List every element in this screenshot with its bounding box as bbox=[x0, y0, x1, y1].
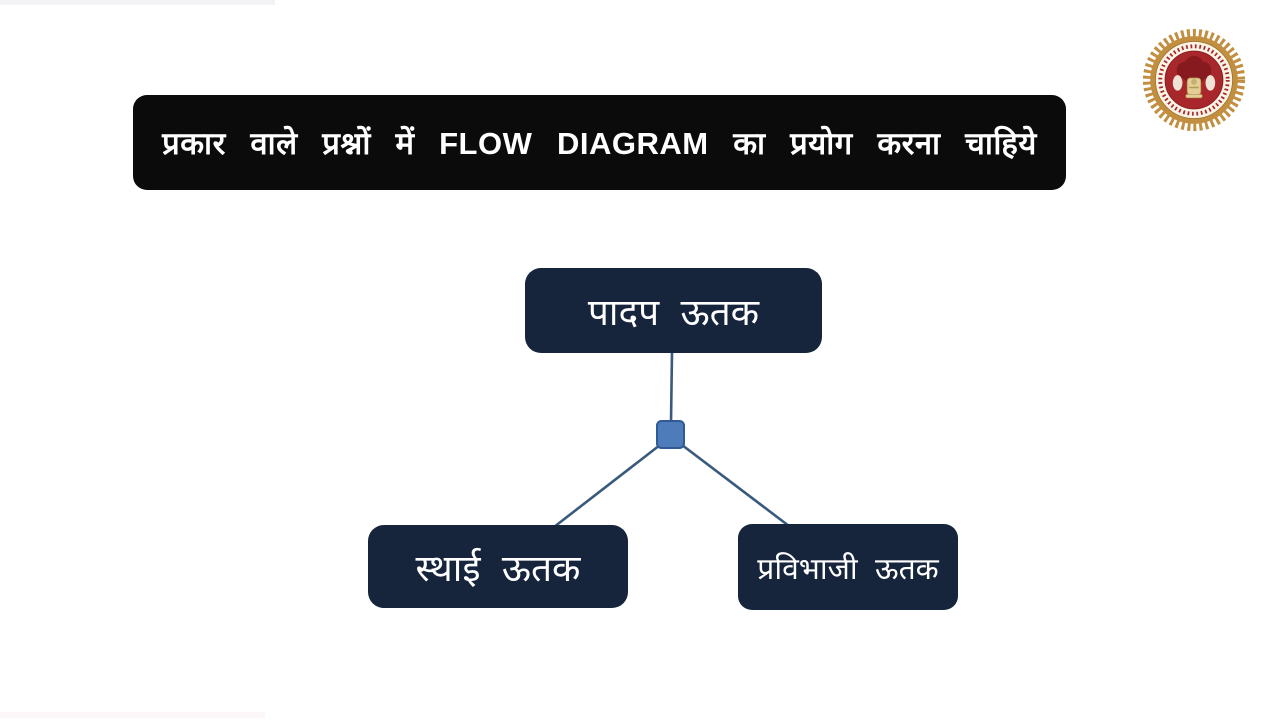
banyan-tree-icon bbox=[1172, 55, 1216, 91]
flow-node-root-label: पादप ऊतक bbox=[587, 292, 760, 333]
flow-node-child-left: स्थाई ऊतक bbox=[368, 525, 628, 608]
connector-line-right bbox=[681, 443, 790, 528]
connector-line-left bbox=[553, 443, 661, 529]
edge-artifact-bottom bbox=[0, 712, 265, 718]
flow-node-right-label: प्रविभाजी ऊतक bbox=[757, 552, 939, 586]
junction-square bbox=[656, 420, 685, 449]
slide-title: प्रकार वाले प्रश्नों में FLOW DIAGRAM का… bbox=[162, 125, 1037, 161]
flow-node-child-right: प्रविभाजी ऊतक bbox=[738, 524, 958, 610]
seal-serrated-border-icon bbox=[1142, 28, 1246, 132]
title-banner: प्रकार वाले प्रश्नों में FLOW DIAGRAM का… bbox=[133, 95, 1066, 190]
flow-node-root: पादप ऊतक bbox=[525, 268, 822, 353]
edge-artifact-top bbox=[0, 0, 275, 5]
government-seal-logo bbox=[1142, 28, 1246, 132]
ashoka-emblem-icon bbox=[1185, 77, 1203, 99]
connector-line-root bbox=[669, 352, 674, 423]
seal-ring-text-icon bbox=[1158, 44, 1230, 116]
flow-node-left-label: स्थाई ऊतक bbox=[415, 548, 581, 589]
